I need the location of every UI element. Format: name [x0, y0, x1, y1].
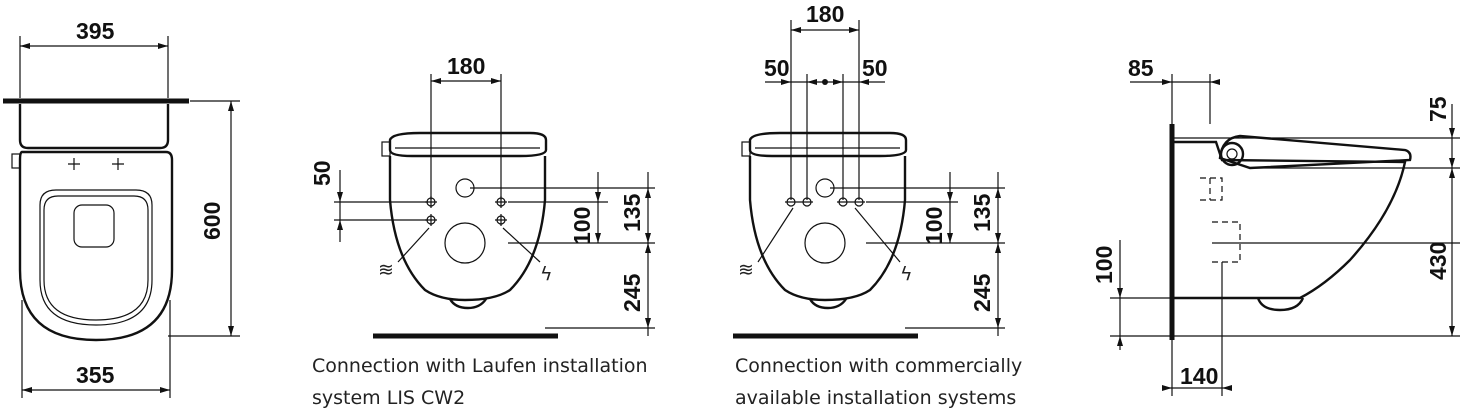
lis-dim-50: 50 [309, 160, 335, 186]
com-lid [748, 131, 908, 158]
com-dim-100: 100 [921, 207, 947, 245]
lis-dim-245: 245 [619, 273, 645, 312]
com-drain [804, 222, 846, 264]
com-dim-50-left: 50 [764, 55, 790, 81]
power-symbol: ϟ [540, 263, 553, 285]
com-bowl [748, 156, 907, 302]
com-dim-180: 180 [806, 1, 844, 27]
tank-outline [18, 104, 170, 150]
lis-dim-180: 180 [447, 53, 485, 79]
com-dim-135: 135 [969, 193, 995, 232]
side-dim-100: 100 [1091, 246, 1117, 284]
commercial-view: ≋ ϟ 180 50 50 100 135 245 Connection wit… [733, 1, 1022, 409]
com-dim-50-right: 50 [862, 55, 888, 81]
lis-view: ≋ ϟ 180 50 100 135 245 Connection with L… [309, 53, 655, 409]
side-lid [1218, 134, 1412, 170]
lis-bowl [388, 156, 547, 302]
com-dim-245: 245 [969, 273, 995, 312]
side-foot [1256, 297, 1305, 312]
com-power-symbol: ϟ [900, 263, 913, 285]
dim-top-height: 600 [199, 202, 225, 240]
side-knob [11, 153, 21, 169]
lis-caption-1: Connection with Laufen installation [312, 355, 648, 377]
side-dim-430: 430 [1425, 242, 1451, 280]
com-caption-2: available installation systems [735, 387, 1016, 409]
side-dim-75: 75 [1425, 96, 1451, 122]
side-body [1174, 140, 1407, 300]
top-view: 395 600 355 [3, 18, 240, 398]
mounting-marks [68, 158, 124, 170]
com-caption-1: Connection with commercially [735, 355, 1022, 377]
lis-caption-2: system LIS CW2 [312, 387, 465, 409]
com-foot [808, 298, 847, 310]
com-water-symbol: ≋ [738, 259, 754, 281]
seat-outline [39, 189, 153, 326]
lid-opening [73, 204, 115, 248]
side-dim-85: 85 [1128, 55, 1154, 81]
lis-drain [444, 222, 486, 264]
side-view: 85 75 430 100 140 [1091, 55, 1460, 396]
dim-top-width: 395 [76, 18, 115, 44]
dim-bottom-width: 355 [76, 362, 115, 388]
lis-dim-100: 100 [569, 207, 595, 245]
lis-dim-135: 135 [619, 193, 645, 232]
side-dim-140: 140 [1180, 363, 1218, 389]
seat-inner [43, 195, 149, 321]
lis-foot [448, 298, 487, 310]
water-symbol: ≋ [378, 259, 394, 281]
bowl-outline [18, 150, 174, 342]
lis-lid [388, 131, 548, 158]
